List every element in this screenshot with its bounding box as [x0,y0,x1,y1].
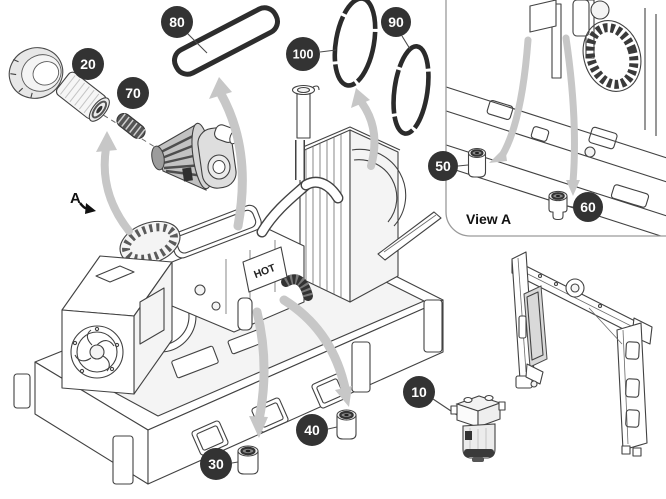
view-marker-label: A [70,190,81,207]
svg-text:20: 20 [80,56,96,72]
view-a-content: View A [446,0,666,236]
drive-belt-100 [319,0,378,88]
hose-spring [116,112,146,140]
callout-90: 90 [381,7,411,37]
drive-belt-90 [391,35,431,136]
filter-cartridge-50 [467,148,487,178]
door-frame [511,251,653,457]
callout-40: 40 [296,414,338,446]
callout-70: 70 [117,77,149,109]
svg-text:40: 40 [304,422,320,438]
air-cleaner-assembly [151,122,240,191]
turbo-hose [281,274,313,301]
exhaust-stack [291,84,320,139]
callout-80: 80 [161,6,193,38]
callout-30: 30 [200,448,239,480]
svg-text:80: 80 [169,14,185,30]
air-filter-element [55,71,110,122]
svg-text:30: 30 [208,456,224,472]
arrow-to-air-filter [100,144,133,235]
filter-40 [336,409,357,440]
fuel-filter-60 [548,190,568,221]
air-cleaner-exploded-view [8,47,240,191]
door-panel [518,285,548,388]
hot-label-plate: HOT [242,246,288,293]
callout-100: 100 [286,37,320,71]
arrow-to-filter-30 [252,307,269,425]
callout-60: 60 [566,192,603,222]
view-a-border [445,0,666,237]
oil-filter-30 [237,445,259,475]
fan-shroud [119,220,181,266]
arrow-to-filter-60 [562,34,578,186]
callout-badges: 10 20 30 40 50 60 70 80 90 1 [72,6,603,480]
fuel-filter-water-separator-assembly [432,394,506,462]
air-filter-end-cap [8,47,64,99]
svg-text:50: 50 [435,158,451,174]
arrow-to-filter-40 [279,295,350,393]
flow-arrows [96,77,379,438]
callout-20: 20 [72,48,104,80]
callout-50: 50 [428,151,469,181]
alternator-fan [70,325,124,379]
alternator [61,255,173,395]
svg-text:70: 70 [125,85,141,101]
radiator [295,126,442,303]
generator-set-illustration: HOT [13,84,444,485]
svg-text:100: 100 [293,48,314,62]
arrow-to-belts [358,99,379,170]
arrow-to-gasket [216,89,247,231]
callout-10: 10 [403,376,435,408]
svg-text:10: 10 [411,384,427,400]
view-direction-marker: A [70,190,96,214]
view-a-inset: View A [445,0,666,237]
view-a-label: View A [466,211,511,227]
generator-band [582,20,642,92]
svg-text:90: 90 [388,14,404,30]
arrow-to-filter-50 [499,36,532,158]
valve-cover-gasket [172,5,280,77]
svg-text:60: 60 [580,199,596,215]
